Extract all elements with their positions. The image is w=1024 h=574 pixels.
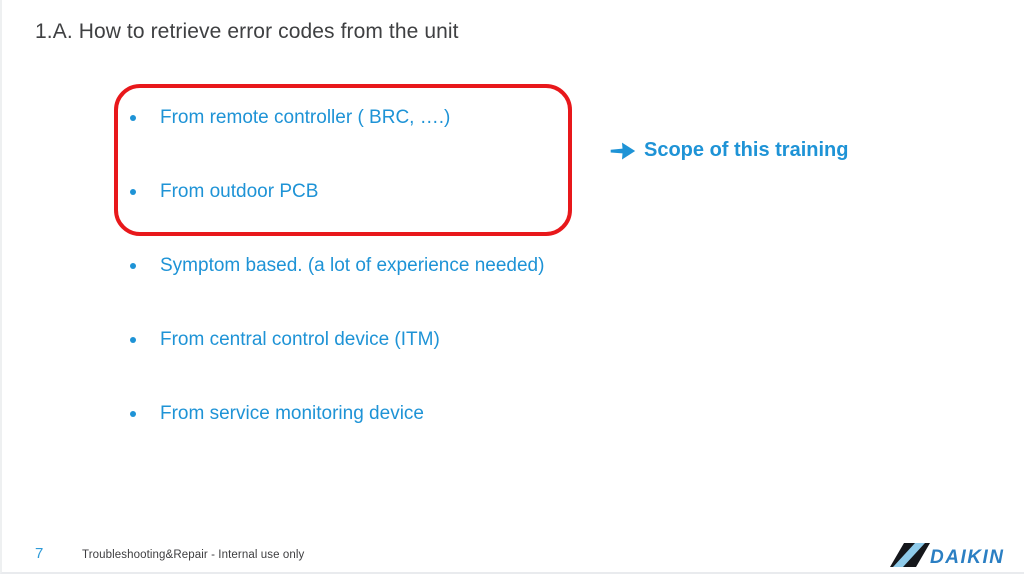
bullet-dot-icon xyxy=(130,411,136,417)
page-title: 1.A. How to retrieve error codes from th… xyxy=(35,20,459,43)
list-item: From service monitoring device xyxy=(130,401,424,427)
bullet-label: From service monitoring device xyxy=(160,403,424,424)
page-number: 7 xyxy=(35,545,44,562)
daikin-logo-mark: DAIKIN xyxy=(890,543,1004,568)
list-item: Symptom based. (a lot of experience need… xyxy=(130,253,544,279)
bullet-label: From central control device (ITM) xyxy=(160,329,440,350)
bullet-label: From outdoor PCB xyxy=(160,181,319,202)
bullet-label: From remote controller ( BRC, ….) xyxy=(160,107,451,128)
daikin-logo-text: DAIKIN xyxy=(930,547,1004,568)
bullet-dot-icon xyxy=(130,263,136,269)
scope-callout: Scope of this training xyxy=(609,139,848,162)
bullet-label: Symptom based. (a lot of experience need… xyxy=(160,255,545,276)
scope-callout-label: Scope of this training xyxy=(644,139,849,161)
bullet-dot-icon xyxy=(130,337,136,343)
list-item: From outdoor PCB xyxy=(130,179,318,205)
list-item: From remote controller ( BRC, ….) xyxy=(130,105,450,131)
footer-text: Troubleshooting&Repair - Internal use on… xyxy=(82,549,305,561)
bullet-dot-icon xyxy=(130,189,136,195)
list-item: From central control device (ITM) xyxy=(130,327,440,353)
bullet-dot-icon xyxy=(130,115,136,121)
arrow-right-icon xyxy=(610,142,636,159)
daikin-logo: DAIKIN xyxy=(890,540,1010,570)
